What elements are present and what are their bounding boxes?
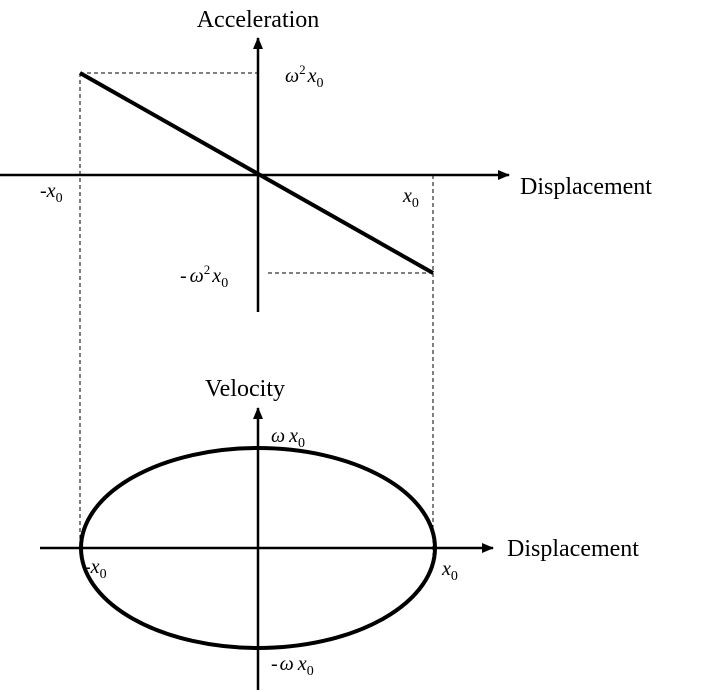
top-tick-pos-x0: x0 xyxy=(402,185,419,211)
bottom-tick-neg-x0: -x0 xyxy=(84,556,107,582)
acceleration-line xyxy=(79,71,434,275)
top-x-axis-label: Displacement xyxy=(520,174,652,200)
bottom-x-axis-label: Displacement xyxy=(507,536,639,562)
bottom-y-axis-label: Velocity xyxy=(205,376,285,402)
bottom-tick-pos-x0: x0 xyxy=(441,558,458,584)
top-y-axis-label: Acceleration xyxy=(197,7,320,33)
top-tick-neg-x0: -x0 xyxy=(40,180,63,206)
